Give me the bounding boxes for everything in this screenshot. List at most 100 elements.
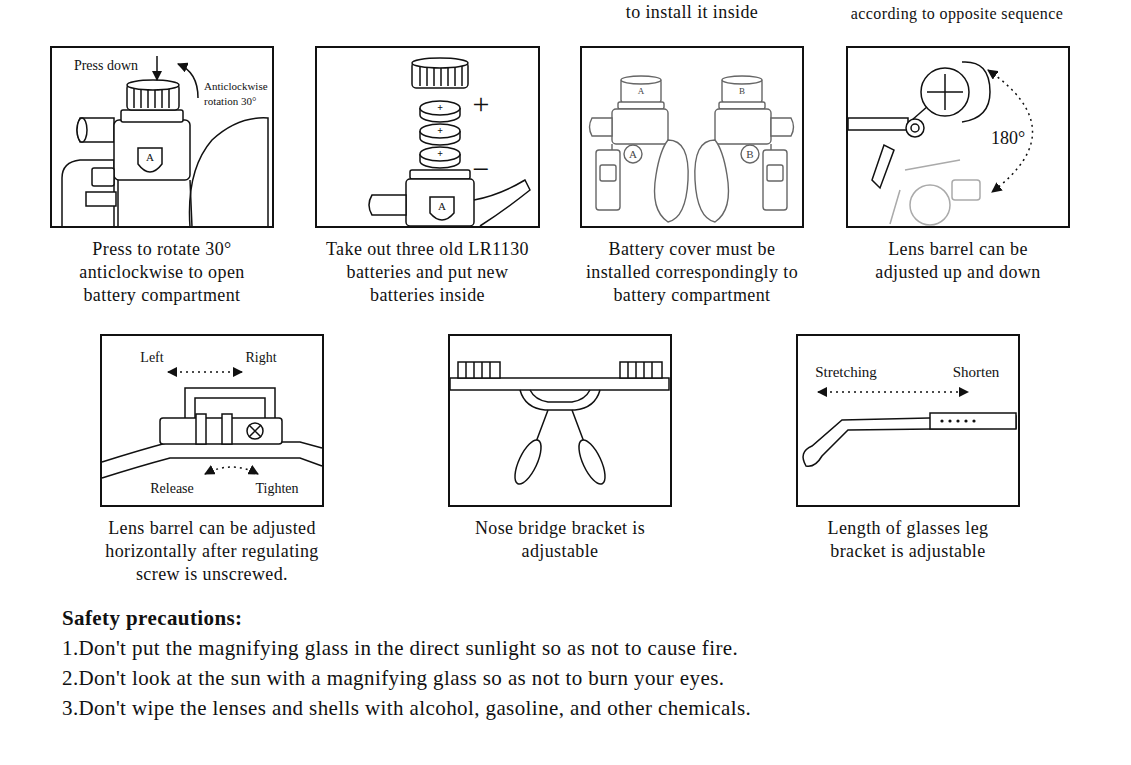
- slide-clamp-figure-part: [102, 442, 322, 462]
- instruction-panel: 180°Lens barrel can be adjusted up and d…: [846, 46, 1070, 228]
- flip-up-ghost-part: [910, 185, 950, 225]
- battery-change-figure-part: [410, 170, 470, 179]
- compartment-letter: A: [146, 152, 154, 163]
- polarity-sign: +: [473, 89, 490, 119]
- cover-match-figure-part: [618, 102, 664, 109]
- slider-dots-part: [948, 419, 951, 422]
- slider-dots-part: [972, 419, 975, 422]
- flip-up-ghost-part: [890, 190, 900, 224]
- instruction-panel: Nose bridge bracket is adjustable: [448, 334, 672, 507]
- direction-label: Shorten: [953, 365, 1000, 380]
- temple-length-figure-part: [818, 391, 968, 393]
- flip-up-ghost-part: [905, 160, 960, 170]
- battery-change-figure-part: [406, 179, 474, 226]
- cap-opening-figure-part: [92, 168, 114, 186]
- instruction-label: Press down: [74, 59, 138, 73]
- compartment-letter: A: [438, 201, 446, 212]
- safety-note: 2.Don't look at the sun with a magnifyin…: [62, 666, 724, 690]
- instruction-panel: ++++−ATake out three old LR1130 batterie…: [315, 46, 540, 228]
- cover-letter: A: [638, 87, 645, 96]
- cap-opening-figure-part: [121, 110, 183, 122]
- nose-bridge-figure-part: [510, 436, 547, 487]
- direction-label: Stretching: [815, 365, 877, 380]
- cover-match-figure-part: [741, 145, 759, 163]
- nose-bridge-figure-part: [466, 362, 490, 378]
- cover-match-figure-part: [655, 140, 689, 222]
- cap-opening-figure-part: [156, 56, 158, 80]
- cover-match-figure-part: [600, 165, 616, 181]
- instruction-panel: Press downAnticlockwise rotation 30°APre…: [50, 46, 274, 228]
- slide-clamp-figure-part: [222, 414, 232, 444]
- battery-change-figure-part: [412, 58, 468, 68]
- cover-match-figure-part: [621, 76, 661, 84]
- cover-match-figure-part: [695, 140, 729, 222]
- slider-dots-part: [964, 419, 967, 422]
- cover-match-figure: [590, 76, 794, 222]
- flip-up-figure-part: [912, 106, 928, 120]
- battery-change-figure-part: [474, 180, 530, 226]
- panel-caption: Lens barrel can be adjusted horizontally…: [96, 517, 328, 586]
- panel-caption: Battery cover must be installed correspo…: [581, 238, 803, 307]
- battery-change-figure-part: [420, 101, 460, 115]
- cap-opening-figure-part: [77, 118, 87, 142]
- header-fragment: to install it inside: [626, 0, 759, 24]
- compartment-letter: B: [746, 149, 753, 160]
- slider-dots: [940, 419, 975, 422]
- panel-caption: Take out three old LR1130 batteries and …: [323, 238, 533, 307]
- cover-match-figure-part: [763, 150, 787, 210]
- slide-clamp-figure-part: [168, 371, 242, 373]
- nose-bridge-figure-part: [536, 410, 584, 442]
- panel-caption: Lens barrel can be adjusted up and down: [858, 238, 1058, 284]
- safety-note: 3.Don't wipe the lenses and shells with …: [62, 696, 751, 720]
- cover-match-figure-part: [719, 102, 765, 109]
- flip-up-figure-part: [988, 70, 1033, 192]
- slide-clamp-figure-part: [247, 423, 263, 439]
- slide-clamp-figure-part: [205, 467, 258, 474]
- slide-clamp-figure-part: [196, 414, 206, 444]
- cover-match-figure-part: [722, 76, 762, 84]
- cover-match-figure-part: [590, 118, 613, 136]
- cap-opening-figure-part: [86, 192, 116, 206]
- compartment-letter: A: [629, 149, 637, 160]
- battery-change-figure: [369, 58, 530, 226]
- instruction-panel: LeftRightReleaseTightenLens barrel can b…: [100, 334, 324, 507]
- battery-change-figure-part: [430, 197, 454, 220]
- flip-up-ghost: [890, 160, 980, 225]
- cover-match-figure-part: [596, 150, 620, 210]
- slider-dots-part: [956, 419, 959, 422]
- cap-opening-figure-part: [77, 118, 114, 142]
- cap-opening-figure-part: [118, 180, 192, 227]
- nose-bridge-figure-part: [574, 436, 611, 487]
- cover-match-figure-part: [767, 165, 783, 181]
- cap-opening-figure-part: [134, 88, 169, 108]
- cover-match-figure-part: [715, 109, 771, 144]
- nose-bridge-figure-part: [628, 362, 652, 378]
- slider-dots-part: [940, 419, 943, 422]
- panel-caption: Nose bridge bracket is adjustable: [464, 517, 656, 563]
- flip-up-figure-part: [921, 68, 969, 116]
- flip-up-figure-part: [927, 74, 963, 110]
- nose-bridge-figure-part: [458, 362, 500, 378]
- instruction-panel: ABABBattery cover must be installed corr…: [580, 46, 804, 228]
- nose-bridge-figure-part: [620, 362, 662, 378]
- panel-caption: Press to rotate 30° anticlockwise to ope…: [60, 238, 264, 307]
- battery-polarity: +: [437, 126, 443, 136]
- temple-length-figure-part: [930, 413, 1016, 429]
- nose-bridge-figure-part: [450, 378, 669, 390]
- cover-match-figure-part: [771, 118, 794, 136]
- cover-match-figure-part: [612, 109, 668, 144]
- section-heading: Safety precautions:: [62, 606, 242, 630]
- cover-match-figure-part: [624, 145, 642, 163]
- slide-clamp-figure-part: [160, 418, 282, 444]
- direction-label: Right: [245, 351, 276, 365]
- battery-change-figure-part: [420, 124, 460, 138]
- slide-clamp-figure-part: [102, 458, 322, 478]
- flip-up-figure-part: [962, 62, 990, 122]
- angle-label: 180°: [991, 129, 1025, 147]
- safety-note: 1.Don't put the magnifying glass in the …: [62, 636, 738, 660]
- battery-polarity: +: [437, 103, 443, 113]
- direction-label: Left: [140, 351, 163, 365]
- cap-opening-figure-part: [138, 148, 162, 172]
- direction-label: Release: [150, 482, 194, 496]
